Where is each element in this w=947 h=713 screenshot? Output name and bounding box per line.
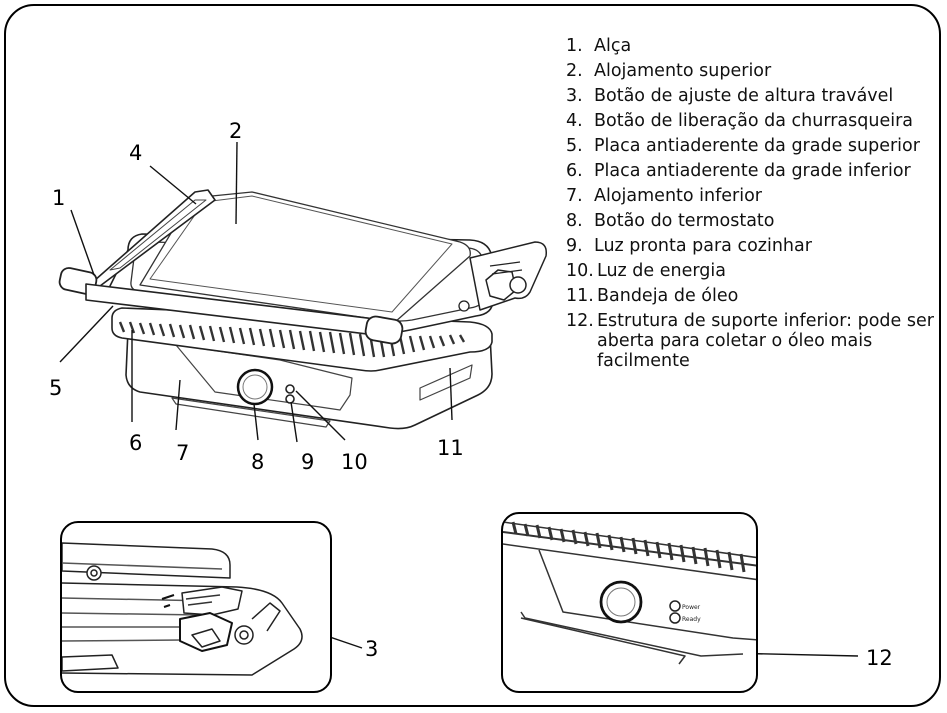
callout-11: 11 [437, 436, 464, 460]
diagram-frame [4, 4, 941, 707]
power-light [285, 384, 295, 394]
callout-1: 1 [52, 186, 65, 210]
handle-grip-right [364, 315, 404, 345]
lower-grill-ribs [118, 321, 466, 358]
leader-lines [59, 141, 453, 443]
ready-light [285, 394, 295, 404]
grill-illustration [58, 189, 548, 430]
power-indicator-label: Power [682, 604, 701, 611]
legend-item-10: 10.Luz de energia [566, 261, 726, 281]
callout-7: 7 [176, 441, 189, 465]
legend-item-11: 11.Bandeja de óleo [566, 286, 739, 306]
legend-item-1: 1.Alça [566, 36, 632, 56]
inset-height-adjust [60, 521, 332, 693]
callout-10: 10 [341, 450, 368, 474]
callout-5: 5 [49, 376, 62, 400]
callout-9: 9 [301, 450, 314, 474]
callout-3: 3 [365, 637, 378, 661]
legend-item-8: 8.Botão do termostato [566, 211, 775, 231]
legend-item-12: 12.Estrutura de suporte inferior: pode s… [566, 311, 934, 371]
callout-12: 12 [866, 646, 893, 670]
callout-8: 8 [251, 450, 264, 474]
legend-item-7: 7.Alojamento inferior [566, 186, 763, 206]
callout-2: 2 [229, 119, 242, 143]
legend-item-4: 4.Botão de liberação da churrasqueira [566, 111, 914, 131]
ready-indicator-label: Ready [682, 616, 701, 623]
inset-height-adjust-drawing [62, 542, 303, 676]
inset-support-structure: Power Ready [501, 512, 758, 693]
oil-tray-shape [171, 397, 331, 428]
legend-item-9: 9.Luz pronta para cozinhar [566, 236, 812, 256]
legend-item-6: 6.Placa antiaderente da grade inferior [566, 161, 911, 181]
callout-6: 6 [129, 431, 142, 455]
inset-support-structure-drawing: Power Ready [503, 521, 756, 665]
callout-4: 4 [129, 141, 142, 165]
legend-item-5: 5.Placa antiaderente da grade superior [566, 136, 920, 156]
legend-item-3: 3.Botão de ajuste de altura travável [566, 86, 894, 106]
legend-item-2: 2.Alojamento superior [566, 61, 772, 81]
parts-legend: 1.Alça 2.Alojamento superior 3.Botão de … [566, 36, 941, 376]
